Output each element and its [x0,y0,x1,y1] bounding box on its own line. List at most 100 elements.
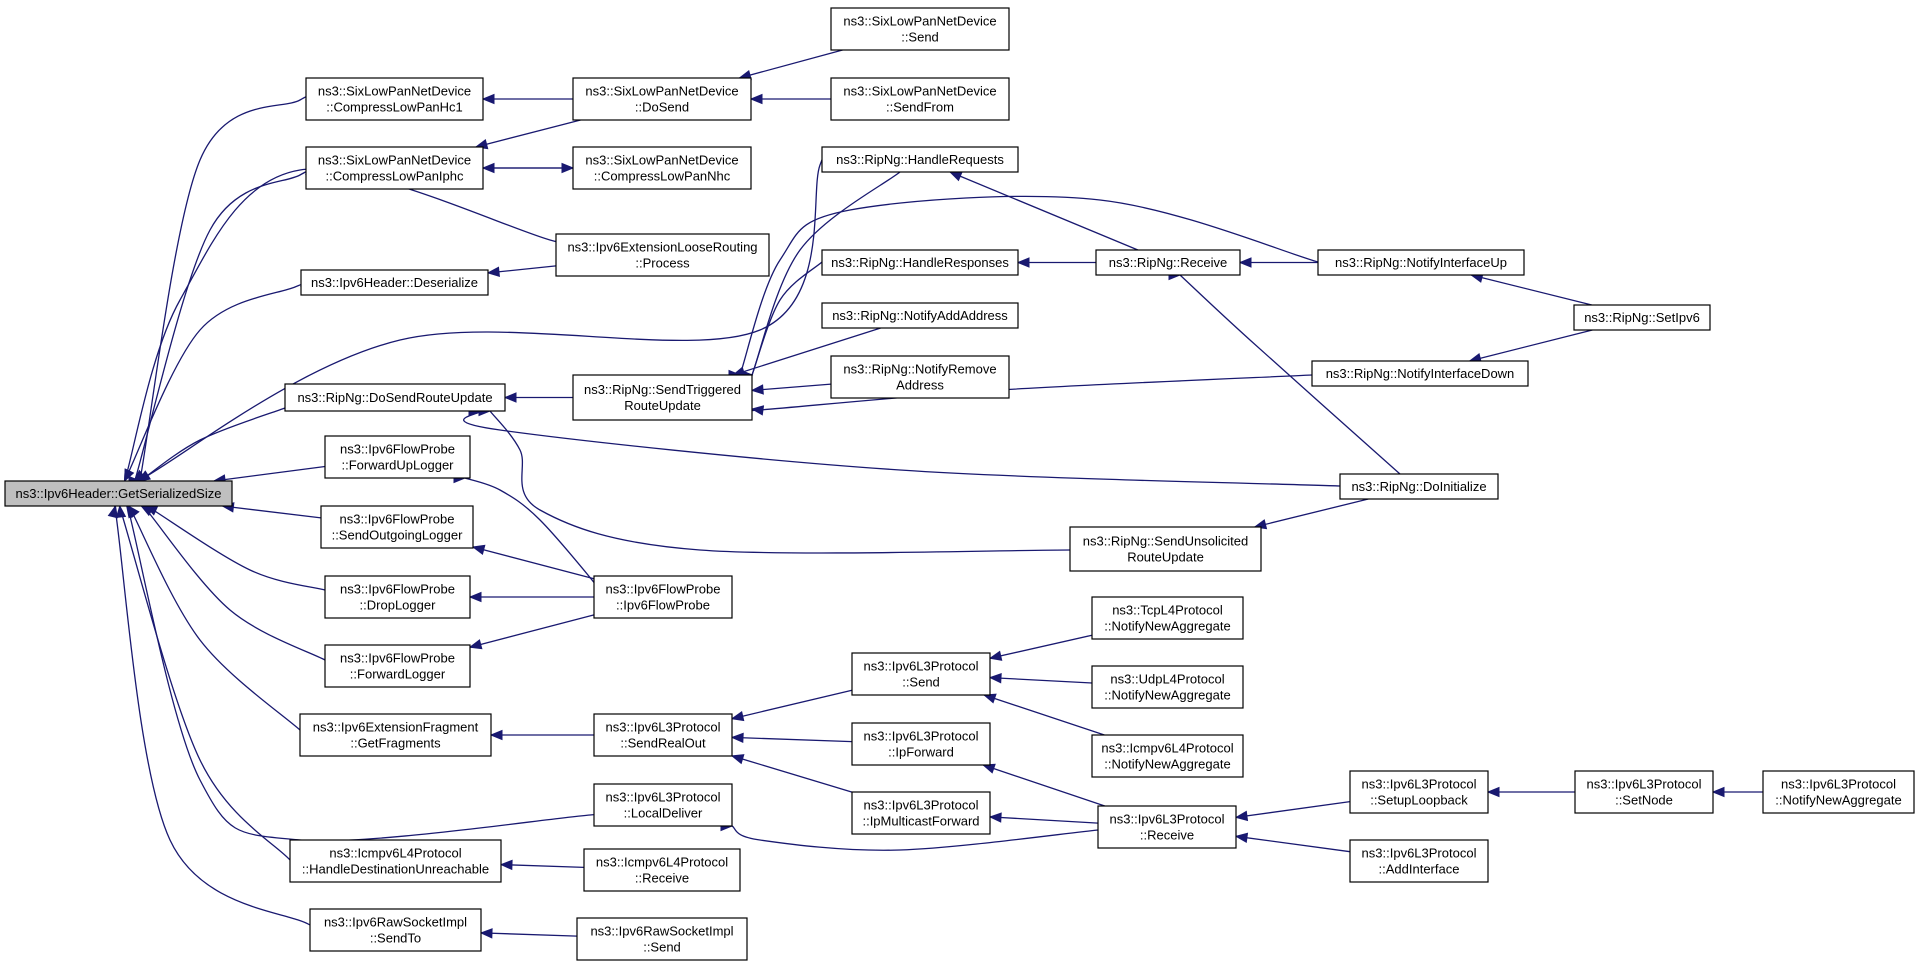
arrowhead [125,504,138,519]
node-label: ns3::Ipv6RawSocketImpl [324,915,467,930]
node-sixSendFrom[interactable]: ns3::SixLowPanNetDevice::SendFrom [830,77,1010,121]
node-box[interactable] [830,7,1010,51]
node-ipForward[interactable]: ns3::Ipv6L3Protocol::IpForward [851,722,991,766]
node-box[interactable] [320,505,474,549]
node-compressIphc[interactable]: ns3::SixLowPanNetDevice::CompressLowPanI… [305,146,484,190]
node-udpNotify[interactable]: ns3::UdpL4Protocol::NotifyNewAggregate [1091,665,1244,709]
node-ripReceive[interactable]: ns3::RipNg::Receive [1095,249,1241,276]
node-box[interactable] [576,917,748,961]
node-box[interactable] [284,383,506,412]
node-box[interactable] [305,77,484,121]
node-getFragments[interactable]: ns3::Ipv6ExtensionFragment::GetFragments [299,713,492,757]
node-box[interactable] [1097,805,1237,849]
node-box[interactable] [1762,770,1915,814]
node-label: ns3::Icmpv6L4Protocol [1101,741,1233,756]
node-box[interactable] [1095,249,1241,276]
node-box[interactable] [324,435,471,479]
node-setNode[interactable]: ns3::Ipv6L3Protocol::SetNode [1574,770,1714,814]
node-box[interactable] [1311,360,1529,387]
edge-line [1235,835,1351,853]
node-box[interactable] [555,233,770,277]
node-notifyIfDown[interactable]: ns3::RipNg::NotifyInterfaceDown [1311,360,1529,387]
node-rawSend[interactable]: ns3::Ipv6RawSocketImpl::Send [576,917,748,961]
node-box[interactable] [4,480,233,507]
node-doSendRouteUpdate[interactable]: ns3::RipNg::DoSendRouteUpdate [284,383,506,412]
node-box[interactable] [305,146,484,190]
node-rawSendTo[interactable]: ns3::Ipv6RawSocketImpl::SendTo [309,908,482,952]
node-label: ::CompressLowPanHc1 [326,100,463,115]
node-sendRealOut[interactable]: ns3::Ipv6L3Protocol::SendRealOut [593,713,733,757]
node-box[interactable] [851,791,991,835]
node-box[interactable] [572,374,753,421]
node-box[interactable] [1091,665,1244,709]
edge-line [463,408,1374,488]
node-box[interactable] [1339,473,1499,500]
node-sendOutgoingLogger[interactable]: ns3::Ipv6FlowProbe::SendOutgoingLogger [320,505,474,549]
node-notifyIfUp[interactable]: ns3::RipNg::NotifyInterfaceUp [1317,249,1525,276]
node-handleDestUnreach[interactable]: ns3::Icmpv6L4Protocol::HandleDestination… [289,839,502,883]
node-box[interactable] [324,575,471,619]
node-localDeliver[interactable]: ns3::Ipv6L3Protocol::LocalDeliver [593,783,733,827]
node-setupLoopback[interactable]: ns3::Ipv6L3Protocol::SetupLoopback [1349,770,1489,814]
node-box[interactable] [1317,249,1525,276]
node-l3NotifyNewAggregate[interactable]: ns3::Ipv6L3Protocol::NotifyNewAggregate [1762,770,1915,814]
node-icmpNotify[interactable]: ns3::Icmpv6L4Protocol::NotifyNewAggregat… [1091,734,1244,778]
node-addInterface[interactable]: ns3::Ipv6L3Protocol::AddInterface [1349,839,1489,883]
node-forwardLogger[interactable]: ns3::Ipv6FlowProbe::ForwardLogger [324,644,471,688]
node-box[interactable] [1573,304,1711,331]
node-box[interactable] [1091,596,1244,640]
node-compressNhc[interactable]: ns3::SixLowPanNetDevice::CompressLowPanN… [572,146,752,190]
node-l3Send[interactable]: ns3::Ipv6L3Protocol::Send [851,652,991,696]
node-box[interactable] [289,839,502,883]
node-box[interactable] [1091,734,1244,778]
edge-line [113,488,298,868]
node-tcpNotify[interactable]: ns3::TcpL4Protocol::NotifyNewAggregate [1091,596,1244,640]
node-box[interactable] [300,269,489,296]
node-box[interactable] [1349,839,1489,883]
node-box[interactable] [324,644,471,688]
node-label: ns3::Ipv6FlowProbe [340,651,455,666]
node-l3Receive[interactable]: ns3::Ipv6L3Protocol::Receive [1097,805,1237,849]
node-sixSend[interactable]: ns3::SixLowPanNetDevice::Send [830,7,1010,51]
arrowhead [1711,786,1725,798]
arrowhead [115,504,127,518]
node-notifyAddAddress[interactable]: ns3::RipNg::NotifyAddAddress [821,302,1019,329]
node-box[interactable] [309,908,482,952]
node-box[interactable] [1069,526,1262,572]
node-flowProbeCtor[interactable]: ns3::Ipv6FlowProbe::Ipv6FlowProbe [593,575,733,619]
node-label: RouteUpdate [1127,550,1204,565]
node-looseRouting[interactable]: ns3::Ipv6ExtensionLooseRouting::Process [555,233,770,277]
node-box[interactable] [572,146,752,190]
node-box[interactable] [593,713,733,757]
node-doSend[interactable]: ns3::SixLowPanNetDevice::DoSend [572,77,752,121]
node-dropLogger[interactable]: ns3::Ipv6FlowProbe::DropLogger [324,575,471,619]
node-box[interactable] [583,848,741,892]
node-box[interactable] [830,77,1010,121]
arrowhead [1234,832,1249,844]
node-box[interactable] [821,249,1019,276]
node-box[interactable] [593,575,733,619]
node-icmpReceive[interactable]: ns3::Icmpv6L4Protocol::Receive [583,848,741,892]
node-ipv6Deserialize[interactable]: ns3::Ipv6Header::Deserialize [300,269,489,296]
node-box[interactable] [830,355,1010,399]
node-handleResponses[interactable]: ns3::RipNg::HandleResponses [821,249,1019,276]
node-forwardUpLogger[interactable]: ns3::Ipv6FlowProbe::ForwardUpLogger [324,435,471,479]
node-ipMulticastForward[interactable]: ns3::Ipv6L3Protocol::IpMulticastForward [851,791,991,835]
node-box[interactable] [299,713,492,757]
node-box[interactable] [851,722,991,766]
node-doInitialize[interactable]: ns3::RipNg::DoInitialize [1339,473,1499,500]
node-box[interactable] [821,302,1019,329]
node-box[interactable] [1574,770,1714,814]
node-box[interactable] [821,146,1019,173]
node-box[interactable] [593,783,733,827]
node-box[interactable] [1349,770,1489,814]
node-handleRequests[interactable]: ns3::RipNg::HandleRequests [821,146,1019,173]
node-root[interactable]: ns3::Ipv6Header::GetSerializedSize [4,480,233,507]
node-box[interactable] [851,652,991,696]
node-compressHc1[interactable]: ns3::SixLowPanNetDevice::CompressLowPanH… [305,77,484,121]
node-box[interactable] [572,77,752,121]
node-setIpv6[interactable]: ns3::RipNg::SetIpv6 [1573,304,1711,331]
